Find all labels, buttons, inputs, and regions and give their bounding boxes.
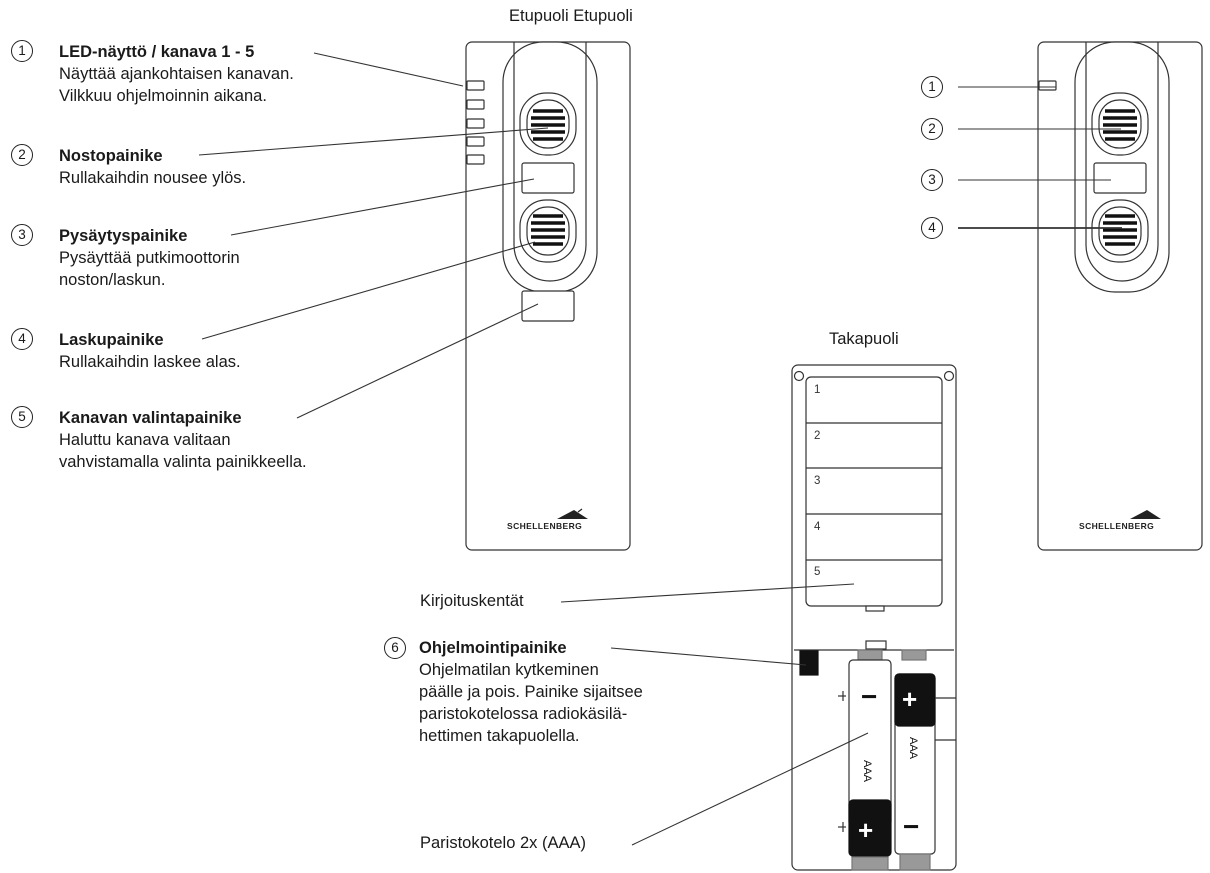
callout-6-line-2: päälle ja pois. Painike sijaitsee <box>419 683 643 701</box>
back-field-numbers: 1 2 3 4 5 <box>814 384 821 578</box>
front-remote-left <box>465 41 631 551</box>
heading-front: Etupuoli Etupuoli <box>509 7 633 25</box>
callout-4-line-1: Rullakaihdin laskee alas. <box>59 353 241 371</box>
callout-3-line-1: Pysäyttää putkimoottorin <box>59 249 240 267</box>
callout-6-line-4: hettimen takapuolella. <box>419 727 580 745</box>
program-button <box>799 650 819 676</box>
brand-logo-right: SCHELLENBERG <box>1079 521 1154 531</box>
callout-number-3: 3 <box>11 224 33 246</box>
right-marker-4: 4 <box>921 217 943 239</box>
battery-right-plus: + <box>902 684 917 714</box>
callout-6-line-1: Ohjelmatilan kytkeminen <box>419 661 599 679</box>
callout-2-line-1: Rullakaihdin nousee ylös. <box>59 169 247 187</box>
battery-left-plus: + <box>858 815 873 845</box>
channel-button-left <box>521 290 575 322</box>
stop-button-left <box>521 162 575 194</box>
battery-right <box>894 649 956 871</box>
brand-logo-icon <box>557 510 588 519</box>
brand-logo-icon <box>1130 510 1161 519</box>
callout-number-4: 4 <box>11 328 33 350</box>
right-marker-2: 2 <box>921 118 943 140</box>
down-button-left <box>519 199 577 263</box>
callout-number-6: 6 <box>384 637 406 659</box>
front-remote-right <box>1037 41 1203 551</box>
callout-3-title: Pysäytyspainike <box>59 227 188 245</box>
field-number-2: 2 <box>814 430 820 442</box>
up-button-left <box>519 92 577 156</box>
battery-right-type: AAA <box>907 737 919 760</box>
callout-4: Laskupainike Rullakaihdin laskee alas. <box>59 329 241 373</box>
callout-5: Kanavan valintapainike Haluttu kanava va… <box>59 407 307 473</box>
field-number-1: 1 <box>814 384 820 396</box>
back-remote <box>791 364 957 871</box>
callout-6-line-3: paristokotelossa radiokäsilä- <box>419 705 628 723</box>
callout-5-title: Kanavan valintapainike <box>59 409 242 427</box>
callout-1-line-1: Näyttää ajankohtaisen kanavan. <box>59 65 294 83</box>
callout-4-title: Laskupainike <box>59 331 164 349</box>
leader-lines <box>198 52 1122 846</box>
callout-3-line-2: noston/laskun. <box>59 271 166 289</box>
up-button-right <box>1091 92 1149 156</box>
field-number-4: 4 <box>814 521 821 533</box>
stop-button-right <box>1093 162 1147 194</box>
brand-logo-left: SCHELLENBERG <box>507 521 582 531</box>
battery-left-type: AAA <box>861 760 873 783</box>
right-marker-1: 1 <box>921 76 943 98</box>
callout-6-title: Ohjelmointipainike <box>419 639 567 657</box>
led-indicators <box>466 80 485 165</box>
label-battery-case: Paristokotelo 2x (AAA) <box>420 834 586 852</box>
field-number-3: 3 <box>814 475 820 487</box>
battery-left-minus: − <box>861 681 877 712</box>
callout-1-line-2: Vilkkuu ohjelmoinnin aikana. <box>59 87 267 105</box>
heading-back: Takapuoli <box>829 330 899 348</box>
field-number-5: 5 <box>814 566 820 578</box>
callout-5-line-1: Haluttu kanava valitaan <box>59 431 231 449</box>
callout-2: Nostopainike Rullakaihdin nousee ylös. <box>59 145 246 189</box>
callout-2-title: Nostopainike <box>59 147 163 165</box>
callout-1-title: LED-näyttö / kanava 1 - 5 <box>59 43 255 61</box>
callout-number-1: 1 <box>11 40 33 62</box>
battery-right-minus: − <box>903 811 919 842</box>
callout-3: Pysäytyspainike Pysäyttää putkimoottorin… <box>59 225 240 291</box>
callout-number-2: 2 <box>11 144 33 166</box>
callout-5-line-2: vahvistamalla valinta painikkeella. <box>59 453 307 471</box>
callout-1: LED-näyttö / kanava 1 - 5 Näyttää ajanko… <box>59 41 294 107</box>
label-writing-fields: Kirjoituskentät <box>420 592 524 610</box>
callout-6: Ohjelmointipainike Ohjelmatilan kytkemin… <box>419 637 643 747</box>
down-button-right <box>1091 199 1149 263</box>
callout-number-5: 5 <box>11 406 33 428</box>
battery-left <box>838 649 892 871</box>
right-marker-3: 3 <box>921 169 943 191</box>
